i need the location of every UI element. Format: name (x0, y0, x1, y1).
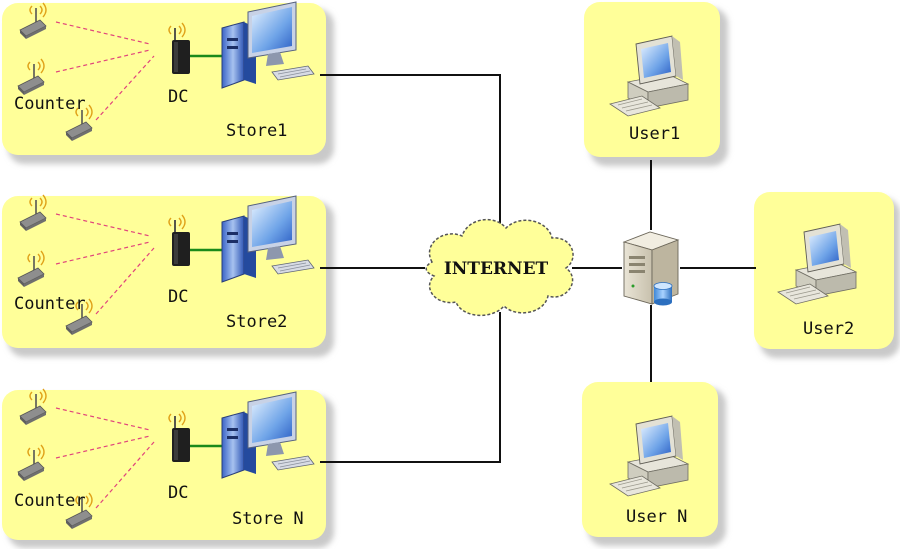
counter-label: Counter (14, 491, 86, 511)
dc-label: DC (168, 483, 188, 503)
user-label: User1 (629, 124, 680, 144)
storeN-devices: Counter DC Store N (14, 388, 315, 530)
database-icon (653, 282, 673, 306)
internet-label: INTERNET (444, 259, 549, 279)
connection-lines (320, 74, 756, 463)
store1-devices: Counter DC Store1 (14, 1, 315, 142)
store-label: Store1 (226, 121, 287, 141)
wireless-links (55, 213, 155, 315)
dc-label: DC (168, 287, 188, 307)
store2-devices: Counter DC Store2 (14, 194, 315, 336)
user1-devices: User1 (609, 35, 689, 144)
store-label: Store2 (226, 312, 287, 332)
dc-label: DC (168, 87, 188, 107)
wireless-links (55, 21, 155, 121)
link-storeN-internet (320, 312, 501, 463)
internet-cloud: INTERNET (425, 218, 574, 317)
user2-devices: User2 (777, 223, 857, 339)
store-label: Store N (232, 509, 304, 529)
wireless-links (55, 407, 155, 509)
user-label: User2 (803, 319, 854, 339)
server-icon (622, 231, 680, 306)
counter-label: Counter (14, 294, 86, 314)
userN-devices: User N (609, 415, 689, 527)
counter-label: Counter (14, 94, 86, 114)
user-label: User N (626, 507, 687, 527)
link-store1-internet (320, 74, 501, 225)
